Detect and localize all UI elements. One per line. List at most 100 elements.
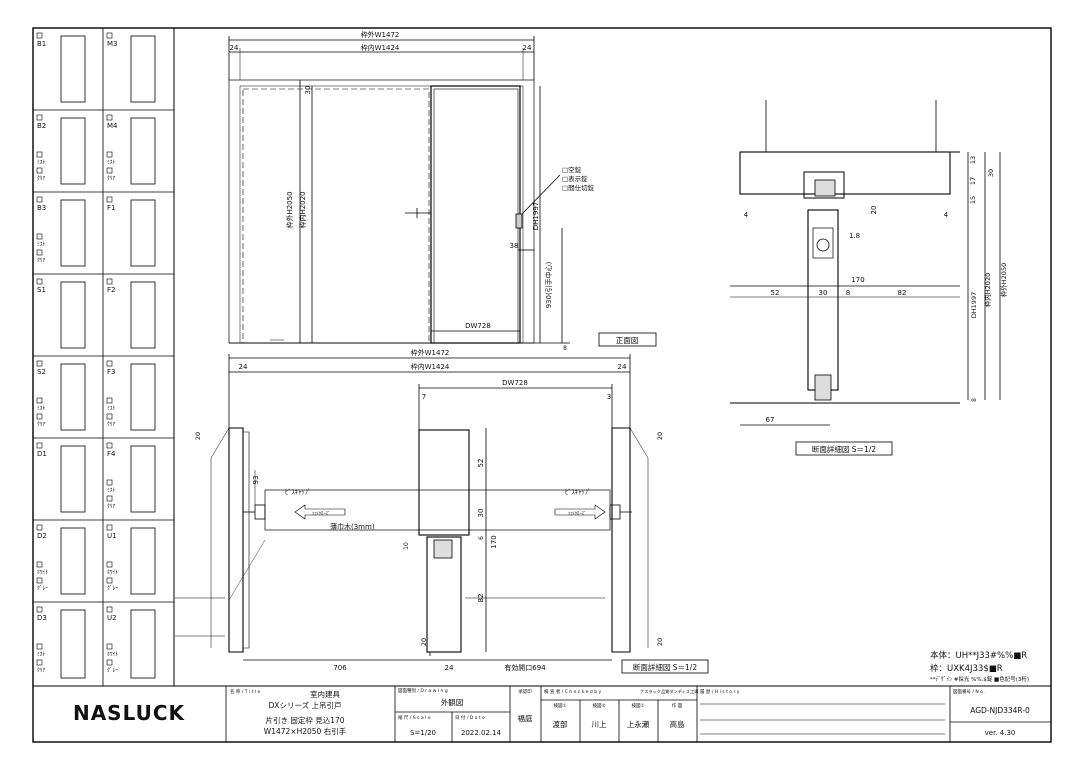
side-d4-right: 4 xyxy=(944,211,949,219)
tb-date-hdr: 日 付 / D a t e xyxy=(455,714,485,721)
side-section-label: 断面詳細図 S＝1/2 xyxy=(812,444,876,454)
option-checkbox xyxy=(106,561,113,568)
panel-checkbox xyxy=(36,114,43,121)
panel-code: M3 xyxy=(107,40,118,48)
plan-d20b: 20 xyxy=(656,432,664,440)
panel-code: F3 xyxy=(107,368,115,376)
panel-option-label: ｸﾘｱ xyxy=(107,421,116,428)
panel-option-label: ｸﾘｱ xyxy=(107,503,116,510)
side-d8: 8 xyxy=(846,289,850,297)
plan-section xyxy=(175,354,709,674)
side-inner-h: 枠内H2020 xyxy=(983,273,992,307)
plan-d10: 10 xyxy=(403,542,410,550)
front-left-gap: 24 xyxy=(230,44,239,52)
panel-option-label: ｸﾞﾚｰ xyxy=(107,585,118,592)
plan-d24: 24 xyxy=(445,664,454,672)
panel-code: F2 xyxy=(107,286,115,294)
side-d13: 13 xyxy=(969,156,977,164)
tb-name-3: 片引き 固定枠 見込170 xyxy=(265,715,344,725)
plan-left: 24 xyxy=(239,363,248,371)
front-check-1: □空錠 xyxy=(562,165,582,174)
front-check-2: □表示錠 xyxy=(562,174,588,183)
door-panel-thumbnail xyxy=(130,527,156,595)
panel-option-label: ﾐｽﾄ xyxy=(107,159,116,166)
panel-option-label: ﾎﾜｲﾄ xyxy=(107,651,118,658)
panel-checkbox xyxy=(106,278,113,285)
plan-d7: 7 xyxy=(422,393,426,401)
panel-option-label: ﾐｽﾄ xyxy=(107,487,116,494)
plan-screw-cap-left: ﾋﾞｽｷｬｯﾌﾟ xyxy=(285,488,311,496)
option-checkbox xyxy=(36,561,43,568)
front-top-dim: 30 xyxy=(304,86,312,95)
tb-doc-number: AGD-NJD334R-0 xyxy=(970,706,1030,715)
panel-option-label: ｸﾘｱ xyxy=(37,421,46,428)
panel-code: D3 xyxy=(37,614,47,622)
tb-c3-hdr: 検図① xyxy=(631,702,644,709)
tb-name-4: W1472×H2050 右引手 xyxy=(264,726,347,736)
spec-body: 本体：UH**J33#%%■R xyxy=(930,650,1027,661)
panel-checkbox xyxy=(106,442,113,449)
panel-checkbox xyxy=(106,360,113,367)
side-d17: 17 xyxy=(969,177,977,185)
option-checkbox xyxy=(106,167,113,174)
option-checkbox xyxy=(36,577,43,584)
option-checkbox xyxy=(36,233,43,240)
front-check-3: □間仕切錠 xyxy=(562,183,595,192)
tb-check-sub: ナスラック品質ダンディス工場 xyxy=(640,688,699,695)
tb-dept: 福庭 xyxy=(518,713,533,723)
plan-soft-close-left: ｿﾌﾄｸﾛｰｽﾞ xyxy=(312,510,330,517)
panel-code: D1 xyxy=(37,450,47,458)
panel-checkbox xyxy=(36,278,43,285)
panel-code: M4 xyxy=(107,122,118,130)
panel-option-label: ﾐｽﾄ xyxy=(107,405,116,412)
front-dw: DW728 xyxy=(465,322,491,330)
plan-thin-baseboard: 薄巾木(3mm) xyxy=(330,522,375,531)
panel-option-label: ﾐｽﾄ xyxy=(37,159,46,166)
door-panel-thumbnail xyxy=(130,363,156,431)
company-logo: NASLUCK xyxy=(73,701,186,725)
side-outer-h: 枠外H2050 xyxy=(999,263,1008,297)
door-panel-thumbnail xyxy=(130,117,156,185)
door-panel-thumbnail xyxy=(130,445,156,513)
side-d30: 30 xyxy=(987,169,995,177)
option-checkbox xyxy=(36,659,43,666)
panel-option-label: ﾐｽﾄ xyxy=(37,241,46,248)
panel-checkbox xyxy=(36,360,43,367)
front-handle-h: 930(引手中心) xyxy=(544,261,553,308)
door-panel-thumbnail xyxy=(130,609,156,679)
panel-code: S1 xyxy=(37,286,46,294)
panel-option-label: ｸﾞﾚｰ xyxy=(107,667,118,674)
spec-note: **ﾃﾞｻﾞｲﾝ #採光 %%.$錠 ■色記号(3桁) xyxy=(930,675,1029,683)
door-panel-thumbnail xyxy=(130,281,156,349)
plan-soft-close-right: ｿﾌﾄｸﾛｰｽﾞ xyxy=(568,510,586,517)
plan-d3: 3 xyxy=(607,393,611,401)
plan-screw-cap-right: ﾋﾞｽｷｬｯﾌﾟ xyxy=(565,488,591,496)
plan-d52: 52 xyxy=(477,459,485,468)
tb-title-hdr: 名 称 / T i t l e xyxy=(230,688,261,695)
side-d20: 20 xyxy=(870,206,878,215)
side-d30b: 30 xyxy=(819,289,828,297)
plan-right: 24 xyxy=(618,363,627,371)
option-checkbox xyxy=(36,397,43,404)
panel-option-label: ｸﾘｱ xyxy=(37,667,46,674)
plan-d170: 170 xyxy=(490,535,498,548)
panel-checkbox xyxy=(36,32,43,39)
panel-option-label: ｸﾞﾚｰ xyxy=(37,585,48,592)
plan-d20d: 20 xyxy=(656,638,664,646)
option-checkbox xyxy=(106,659,113,666)
option-checkbox xyxy=(106,495,113,502)
door-panel-thumbnail xyxy=(60,281,86,349)
tb-c3: 上永瀬 xyxy=(627,719,650,729)
plan-d20a: 20 xyxy=(194,432,202,440)
front-frame-outer: 枠外W1472 xyxy=(361,30,400,39)
panel-code: B2 xyxy=(37,122,46,130)
tb-number-hdr: 図面番号 / N o . xyxy=(953,688,986,695)
option-checkbox xyxy=(36,413,43,420)
door-panel-thumbnail xyxy=(60,35,86,103)
panel-code: D2 xyxy=(37,532,47,540)
tb-history-hdr: 履 歴 / H i s t o r y xyxy=(700,689,740,695)
tb-c4-hdr: 作 図 xyxy=(672,702,683,709)
option-checkbox xyxy=(106,643,113,650)
panel-checkbox xyxy=(106,606,113,613)
